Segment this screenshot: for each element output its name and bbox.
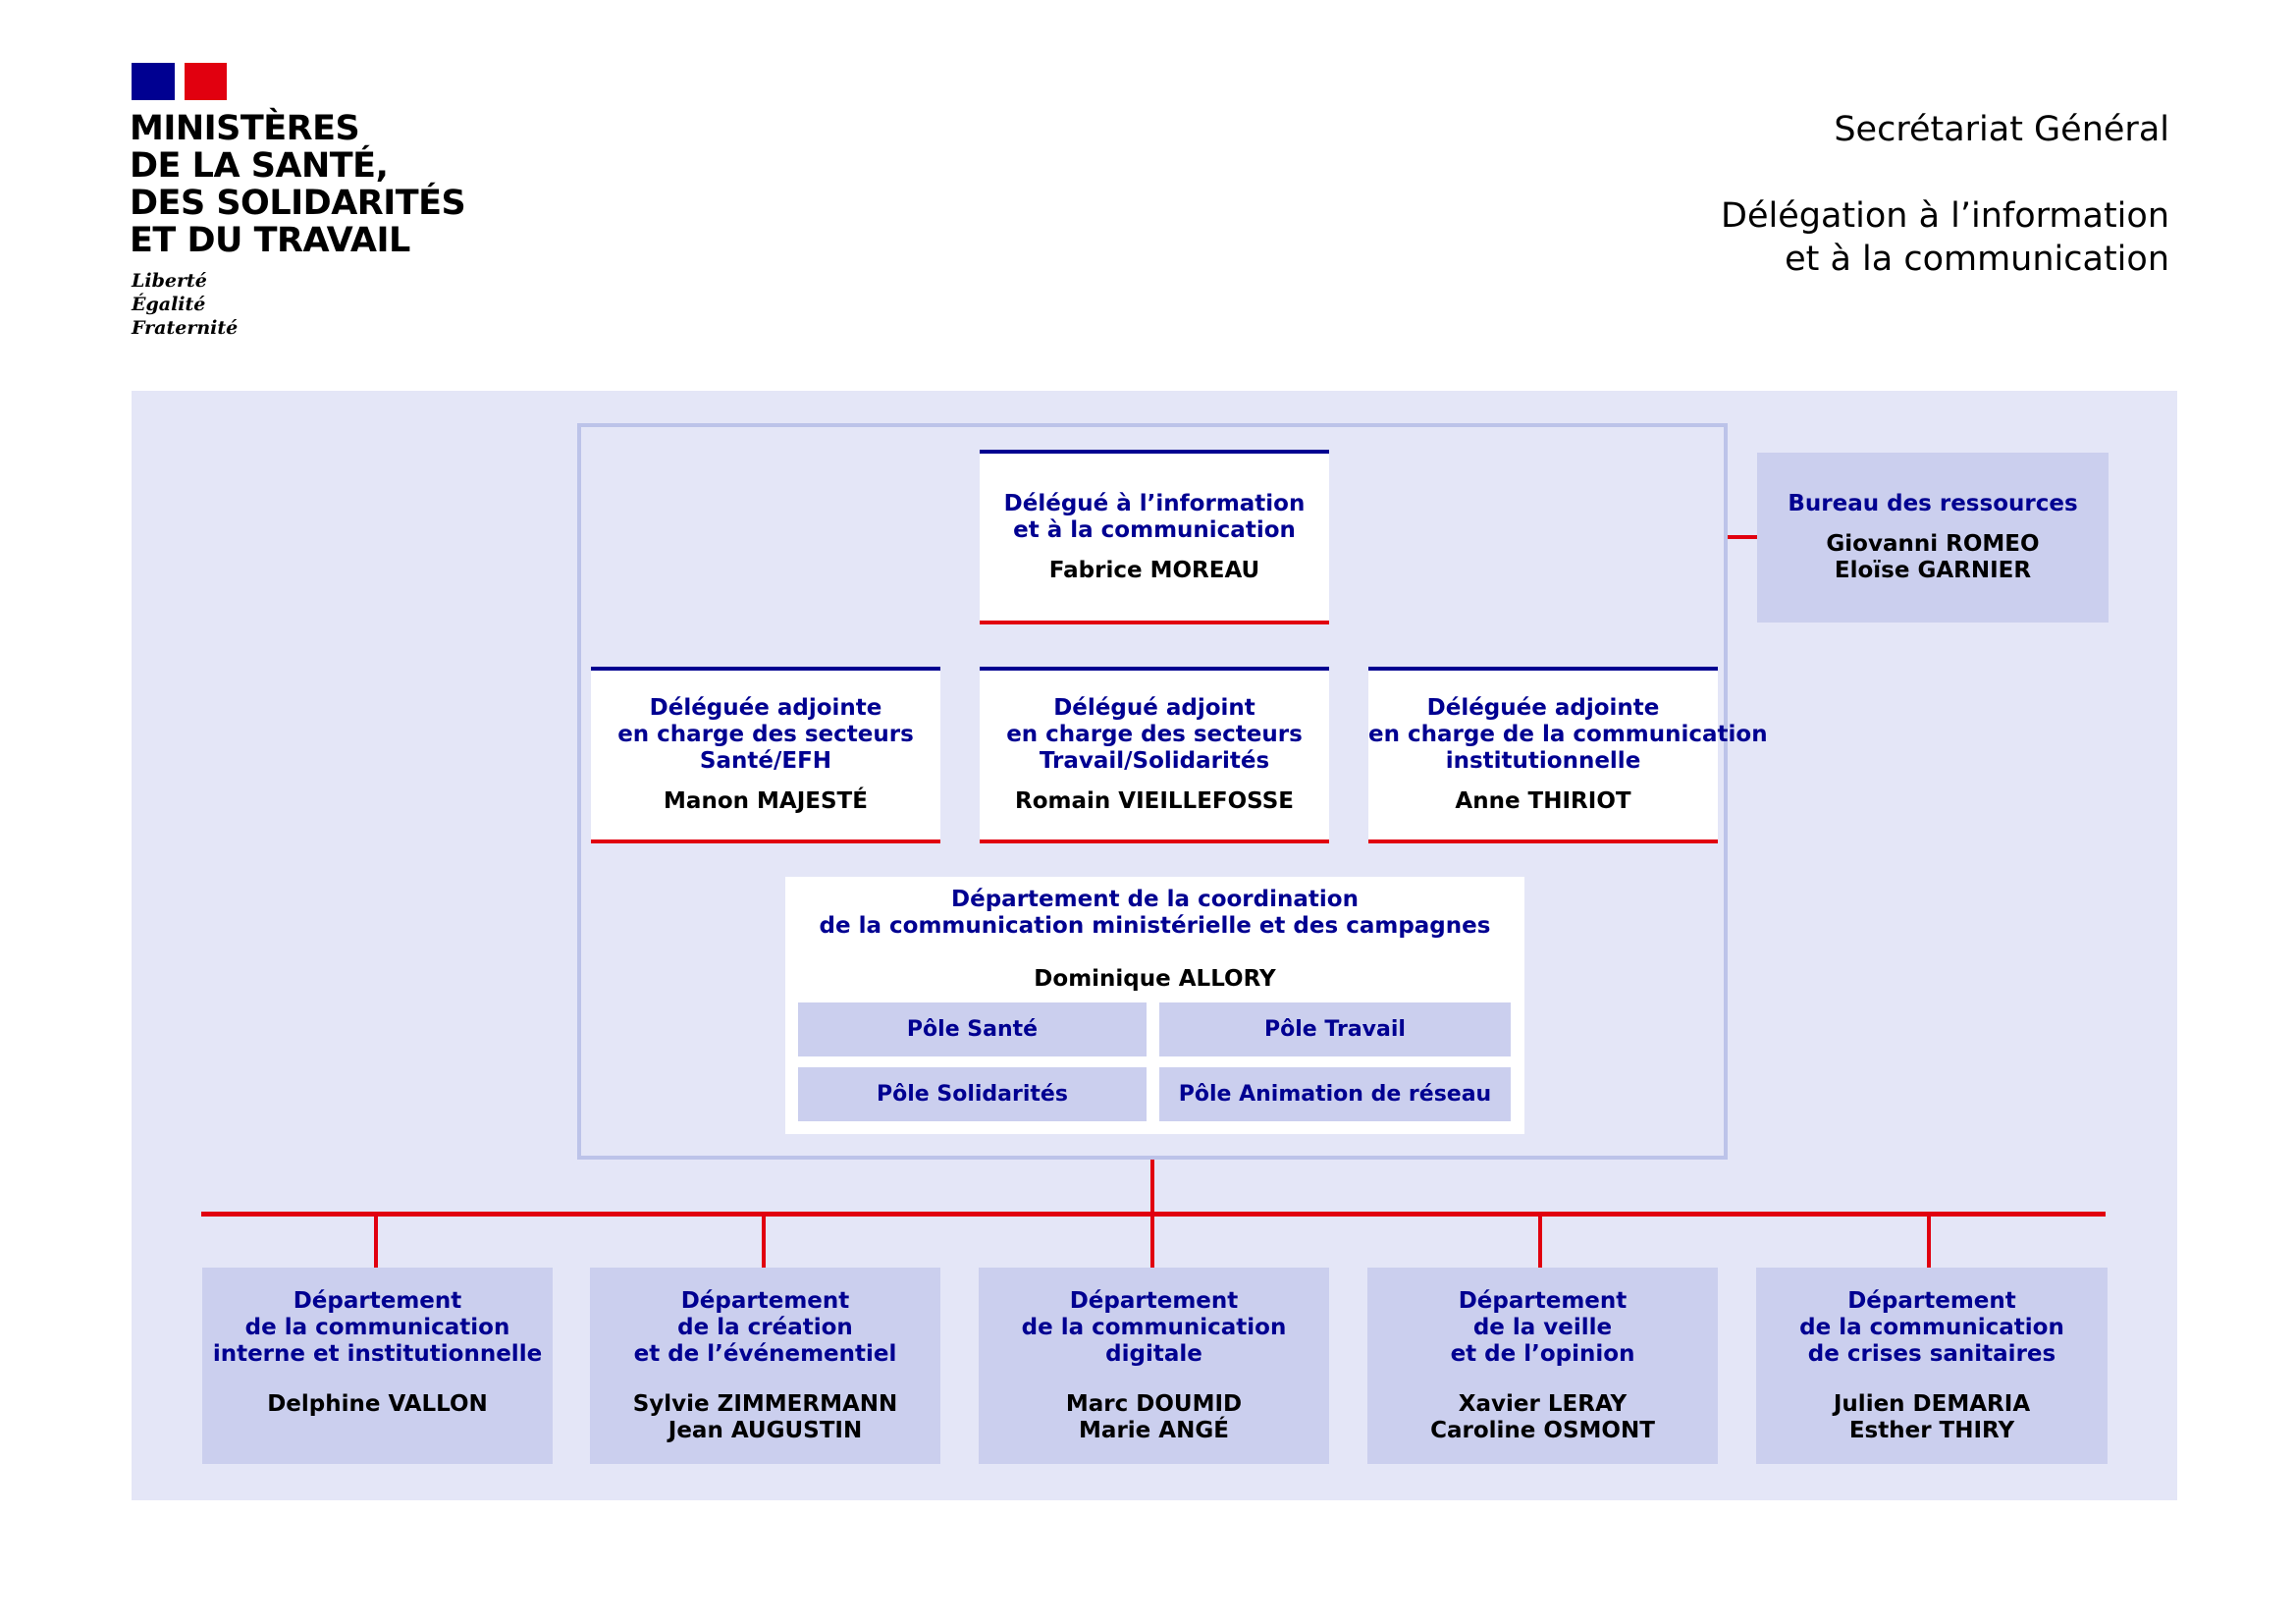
deputy-card-3: Déléguée adjointe en charge de la commun…: [1368, 667, 1768, 843]
flag-blue-band: [132, 63, 175, 100]
card-person: Xavier LERAY: [1458, 1390, 1628, 1417]
department-card-4: Département de la veille et de l’opinion…: [1367, 1268, 1718, 1464]
card-title: en charge de la communication: [1368, 722, 1768, 747]
connector-dept-2: [762, 1215, 766, 1268]
card-title: de la communication: [1021, 1314, 1287, 1340]
card-title: digitale: [1105, 1340, 1202, 1367]
card-title: et à la communication: [1013, 516, 1296, 543]
card-title: en charge des secteurs: [1006, 722, 1303, 747]
coordination-card: Département de la coordination de la com…: [785, 877, 1524, 1134]
card-title: Département: [1458, 1287, 1628, 1314]
card-title: de la communication: [1799, 1314, 2064, 1340]
card-title: et de l’opinion: [1450, 1340, 1635, 1367]
card-title: de la communication: [244, 1314, 510, 1340]
card-title: Déléguée adjointe: [649, 695, 882, 721]
card-person: Julien DEMARIA: [1833, 1390, 2031, 1417]
card-title: Délégué adjoint: [1053, 695, 1255, 721]
department-card-1: Département de la communication interne …: [202, 1268, 553, 1464]
card-person: Giovanni ROMEO: [1826, 531, 2040, 557]
card-title: de la veille: [1472, 1314, 1613, 1340]
card-title: Délégué à l’information: [1003, 490, 1306, 516]
delegation-line: Délégation à l’information: [1721, 196, 2169, 236]
deputy-card-1: Déléguée adjointe en charge des secteurs…: [591, 667, 940, 843]
department-card-3: Département de la communication digitale…: [979, 1268, 1329, 1464]
delegate-card: Délégué à l’information et à la communic…: [980, 450, 1329, 624]
ministry-line: DES SOLIDARITÉS: [130, 184, 466, 223]
card-person: Sylvie ZIMMERMANN: [632, 1390, 898, 1417]
secretariat-title: Secrétariat Général: [1834, 110, 2169, 149]
card-title: Santé/EFH: [699, 748, 832, 774]
card-title: Département: [1847, 1287, 2016, 1314]
pole-travail: Pôle Travail: [1159, 1002, 1511, 1056]
card-title: de crises sanitaires: [1807, 1340, 2056, 1367]
card-title: Bureau des ressources: [1788, 491, 2078, 516]
pole-sante: Pôle Santé: [798, 1002, 1147, 1056]
deputy-card-2: Délégué adjoint en charge des secteurs T…: [980, 667, 1329, 843]
card-title: institutionnelle: [1445, 748, 1641, 774]
card-person: Marie ANGÉ: [1079, 1417, 1229, 1443]
card-title: Déléguée adjointe: [1426, 695, 1660, 721]
card-title: de la communication ministérielle et des…: [819, 913, 1491, 939]
delegation-title: Délégation à l’information et à la commu…: [1721, 194, 2169, 281]
delegation-line: et à la communication: [1785, 240, 2169, 279]
connector-dept-1: [374, 1215, 378, 1268]
card-title: Département: [1069, 1287, 1239, 1314]
connector-dept-4: [1538, 1215, 1542, 1268]
motto-line: Égalité: [132, 294, 206, 315]
card-title: Travail/Solidarités: [1039, 748, 1270, 774]
card-person: Caroline OSMONT: [1430, 1417, 1655, 1443]
card-title: Département de la coordination: [951, 887, 1359, 912]
card-person: Delphine VALLON: [267, 1390, 488, 1417]
ministry-line: MINISTÈRES: [130, 109, 360, 148]
connector-ressources: [1728, 535, 1757, 539]
ressources-card: Bureau des ressources Giovanni ROMEO Elo…: [1757, 453, 2109, 623]
ministry-line: ET DU TRAVAIL: [130, 221, 410, 260]
connector-main-trunk: [1150, 1160, 1154, 1214]
ministry-line: DE LA SANTÉ,: [130, 146, 389, 186]
ministry-name: MINISTÈRES DE LA SANTÉ, DES SOLIDARITÉS …: [130, 110, 483, 259]
connector-horizontal-bus: [201, 1212, 2106, 1217]
card-person: Eloïse GARNIER: [1834, 558, 2032, 583]
card-title: Département: [680, 1287, 850, 1314]
pole-solidarites: Pôle Solidarités: [798, 1067, 1147, 1121]
card-person: Manon MAJESTÉ: [664, 788, 868, 814]
card-title: en charge des secteurs: [617, 722, 914, 747]
connector-dept-5: [1927, 1215, 1931, 1268]
card-person: Romain VIEILLEFOSSE: [1015, 788, 1294, 814]
card-person: Jean AUGUSTIN: [667, 1417, 863, 1443]
card-person: Esther THIRY: [1848, 1417, 2015, 1443]
motto-line: Fraternité: [132, 317, 239, 339]
card-person: Fabrice MOREAU: [1048, 557, 1260, 583]
department-card-5: Département de la communication de crise…: [1756, 1268, 2108, 1464]
card-title: interne et institutionnelle: [212, 1340, 543, 1367]
flag-white-band: [175, 63, 185, 100]
connector-dept-3: [1150, 1215, 1154, 1268]
pole-animation-reseau: Pôle Animation de réseau: [1159, 1067, 1511, 1121]
card-title: Département: [293, 1287, 462, 1314]
flag-red-band: [185, 63, 227, 100]
motto-line: Liberté: [132, 270, 207, 292]
card-title: de la création: [677, 1314, 853, 1340]
card-person: Anne THIRIOT: [1455, 788, 1631, 814]
republic-flag-logo: [132, 63, 227, 100]
department-card-2: Département de la création et de l’événe…: [590, 1268, 940, 1464]
republic-motto: Liberté Égalité Fraternité: [132, 269, 238, 340]
card-person: Dominique ALLORY: [1034, 966, 1276, 992]
card-title: et de l’événementiel: [633, 1340, 897, 1367]
card-person: Marc DOUMID: [1065, 1390, 1243, 1417]
